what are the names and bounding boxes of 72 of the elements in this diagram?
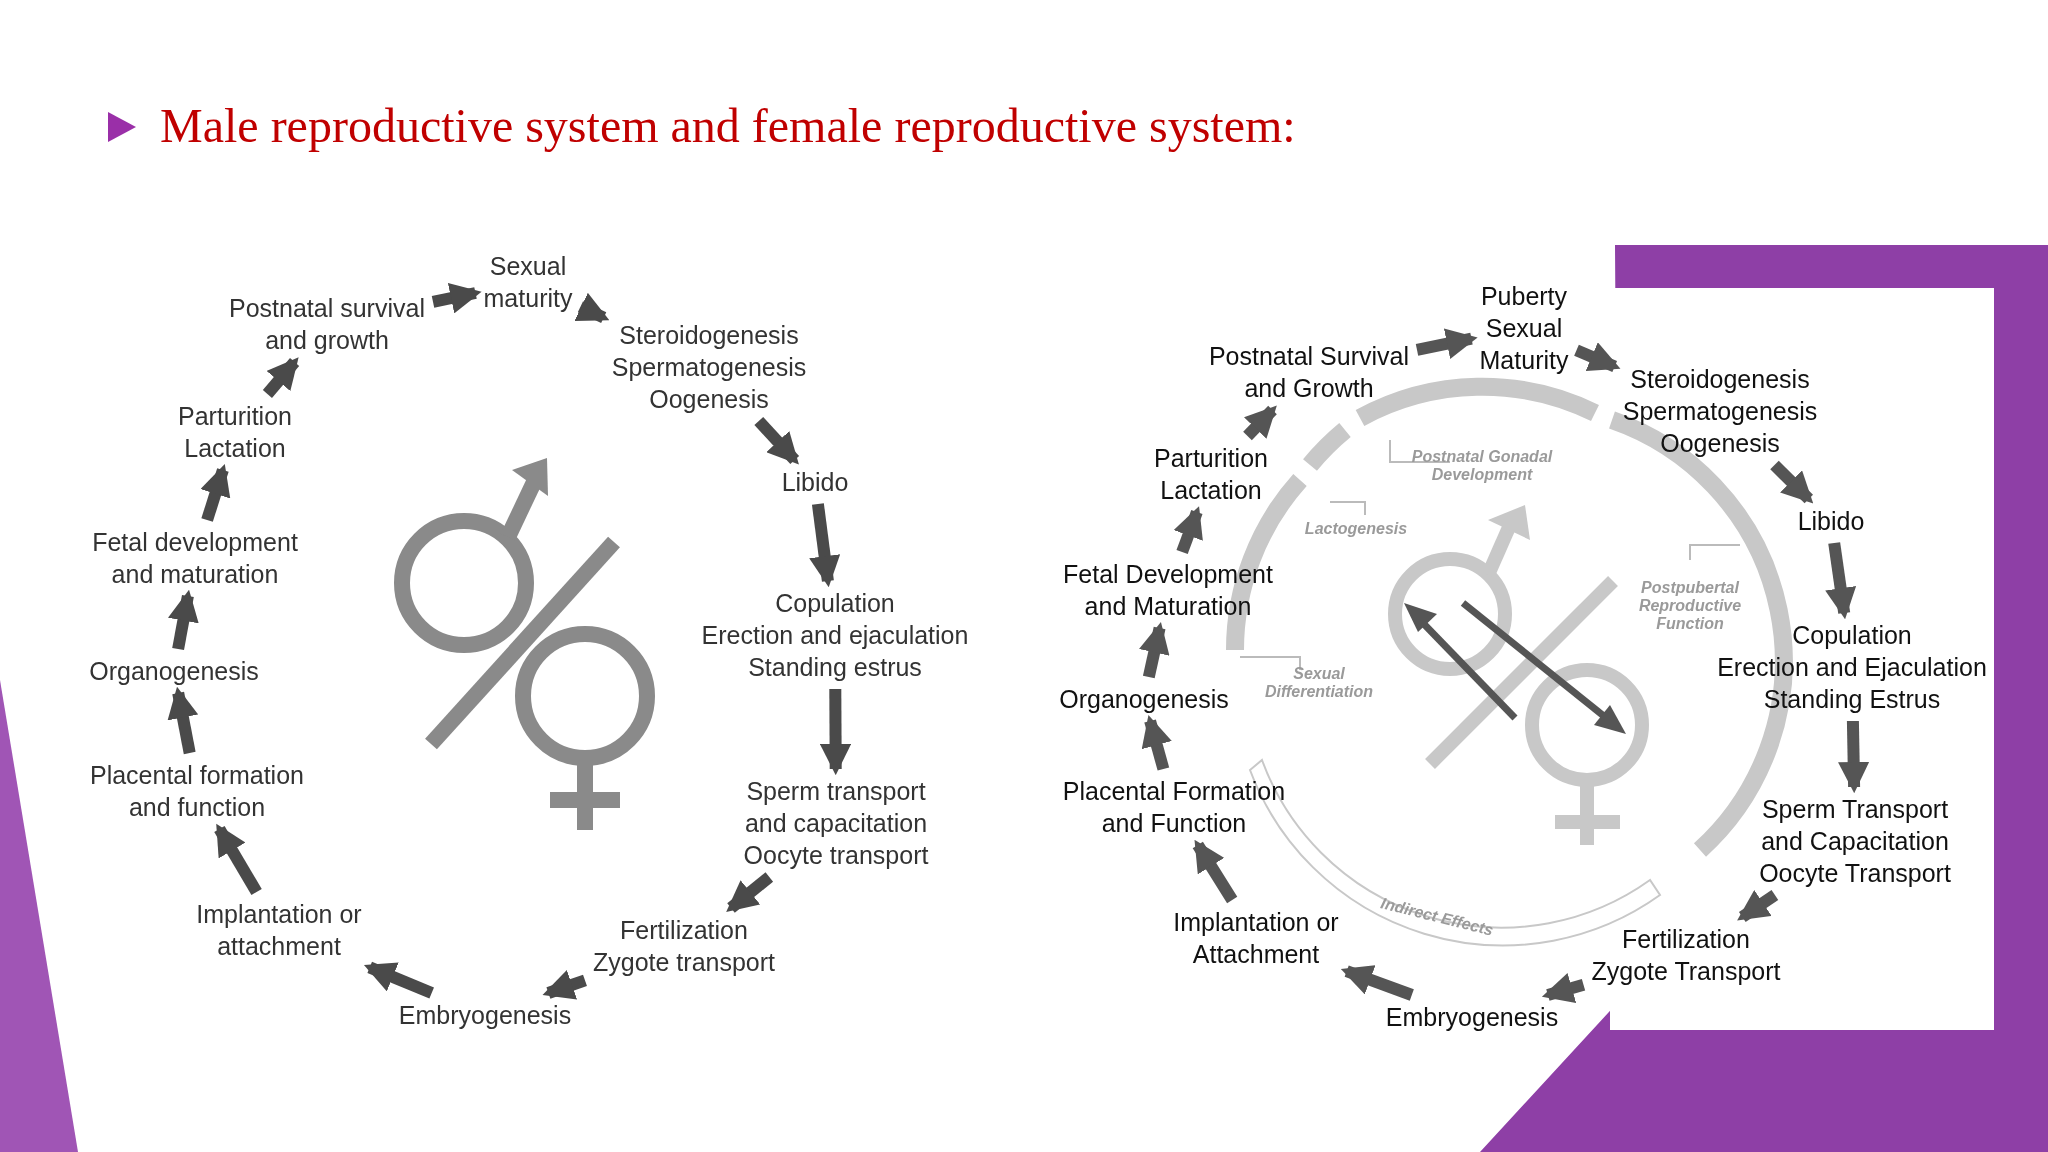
cycle-arrow [1139,621,1170,679]
stage-label: Placental formation and function [89,760,305,823]
stage-label: Organogenesis [88,656,260,687]
cycle-arrow [1141,715,1172,771]
process-label: Postpubertal Reproductive Function [1637,579,1743,633]
stage-label: Fertilization [619,915,749,946]
cycle-arrow [574,292,610,324]
cycle-arrow [754,416,800,465]
slide-title: Male reproductive system and female reproductive system: [160,98,1296,153]
cycle-arrow [262,357,300,398]
stage-label: Sperm Transport and Capacitation [1760,794,1950,857]
cycle-arrow [1173,506,1203,555]
stage-label: Fetal development and maturation [91,527,299,590]
cycle-arrow [1340,965,1414,1001]
process-label: Indirect Effects [1378,893,1497,941]
process-label: Postnatal Gonadal Development [1410,448,1554,484]
stage-label: Lactation [183,433,287,464]
stage-label: Spermatogenesis [610,352,808,383]
cycle-arrow [168,589,199,651]
stage-label: Embryogenesis [397,1000,573,1031]
stage-label: Oogenesis [648,384,770,415]
stage-label: Embryogenesis [1384,1002,1560,1033]
stage-label: Oocyte transport [742,840,930,871]
cycle-arrow [214,823,262,896]
cycle-arrow [363,961,434,999]
cycle-arrow [1825,542,1857,620]
cycle-arrow [809,503,841,588]
cycle-arrow [820,688,852,776]
stage-label: Sexual Maturity [1478,313,1570,376]
cycle-arrow [1415,328,1478,359]
stage-label: Fetal Development and Maturation [1062,559,1274,622]
cycle-arrow [200,464,231,522]
stage-label: Steroidogenesis [618,320,800,351]
stage-label: Libido [780,467,850,498]
stage-label: Sperm transport and capacitation [743,776,929,839]
cycle-arrow [726,872,774,913]
stage-label: Puberty [1479,281,1569,312]
process-label: Lactogenesis [1303,520,1409,538]
stage-label: Parturition [177,401,293,432]
stage-label: Postnatal Survival and Growth [1207,341,1411,404]
cycle-arrow [1737,890,1779,922]
stage-label: Lactation [1159,475,1263,506]
stage-label: Implantation or attachment [195,899,363,962]
stage-label: Zygote Transport [1590,956,1782,987]
cycle-arrow [1574,342,1621,372]
stage-label: Erection and Ejaculation [1716,652,1988,683]
stage-label: Spermatogenesis [1621,396,1819,427]
cycle-arrow [431,282,482,314]
stage-label: Implantation or Attachment [1172,907,1340,970]
stage-label: Copulation [774,588,896,619]
cycle-arrow [1541,973,1586,1004]
cycle-arrow [542,970,587,1000]
stage-label: Placental Formation and Function [1061,776,1287,839]
stage-label: Organogenesis [1058,684,1230,715]
stage-label: Fertilization [1621,924,1751,955]
cycle-arrow [1192,839,1238,904]
stage-label: Oogenesis [1659,428,1781,459]
stage-label: Steroidogenesis [1629,364,1811,395]
stage-label: Sexual maturity [482,251,574,314]
stage-label: Oocyte Transport [1758,858,1952,889]
stage-label: Zygote transport [592,947,776,978]
cycle-arrow [1838,720,1870,794]
stage-label: Standing estrus [747,652,923,683]
cycle-arrow [1770,460,1814,504]
stage-label: Parturition [1153,443,1269,474]
cycle-arrow [1243,405,1277,441]
stage-label: Postnatal survival and growth [228,293,426,356]
cycle-arrow [167,686,199,755]
stage-label: Erection and ejaculation [700,620,970,651]
stage-label: Standing Estrus [1762,684,1942,715]
process-label: Sexual Differentiation [1263,665,1375,701]
stage-label: Libido [1796,506,1866,537]
